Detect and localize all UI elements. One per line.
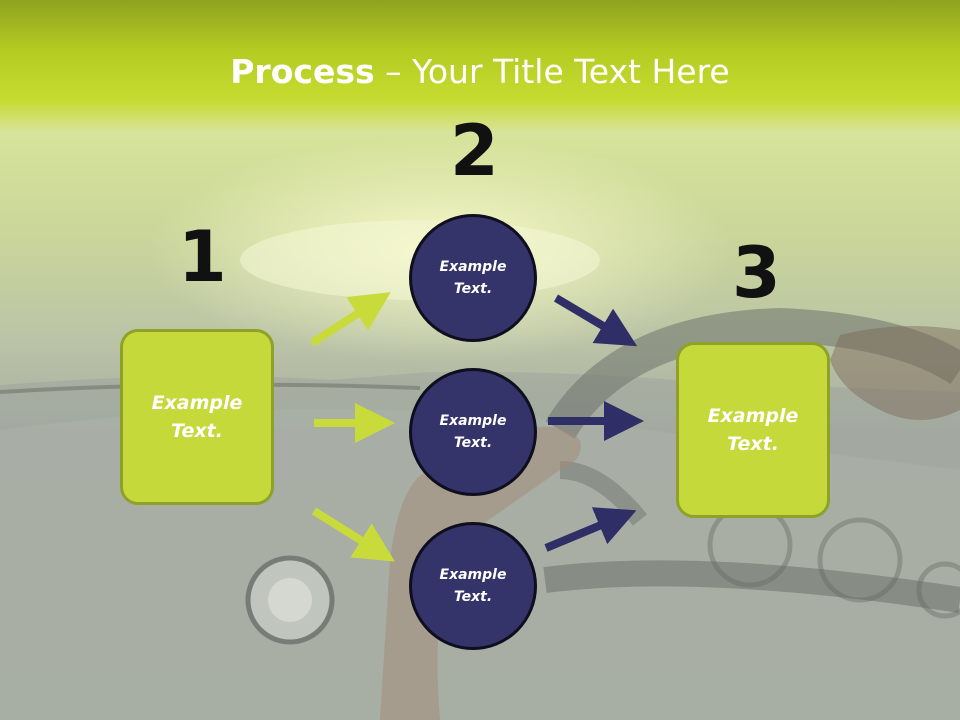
step-2-circle-bottom: Example Text. xyxy=(409,522,537,650)
arrow-bottom-to-3 xyxy=(544,507,637,552)
step-2-circle-bottom-text: Example Text. xyxy=(439,566,507,605)
step-2-circle-middle-text: Example Text. xyxy=(439,412,507,451)
step-1-box: Example Text. xyxy=(120,329,274,505)
arrow-1-to-bottom xyxy=(311,507,395,562)
arrow-1-to-top xyxy=(309,292,391,347)
step-2-circle-middle: Example Text. xyxy=(409,368,537,496)
step-1-number: 1 xyxy=(178,216,227,298)
slide-title: Process – Your Title Text Here xyxy=(0,52,960,91)
arrow-top-to-3 xyxy=(553,294,638,347)
step-3-box: Example Text. xyxy=(676,342,830,518)
step-2-circle-top-text: Example Text. xyxy=(439,258,507,297)
title-bold: Process xyxy=(230,52,375,91)
step-2-circle-top: Example Text. xyxy=(409,214,537,342)
step-2-number: 2 xyxy=(450,110,499,192)
step-3-number: 3 xyxy=(732,232,781,314)
step-1-text: Example Text. xyxy=(151,391,243,443)
title-bar xyxy=(0,0,960,132)
title-rest: – Your Title Text Here xyxy=(374,52,730,91)
step-3-text: Example Text. xyxy=(707,404,799,456)
